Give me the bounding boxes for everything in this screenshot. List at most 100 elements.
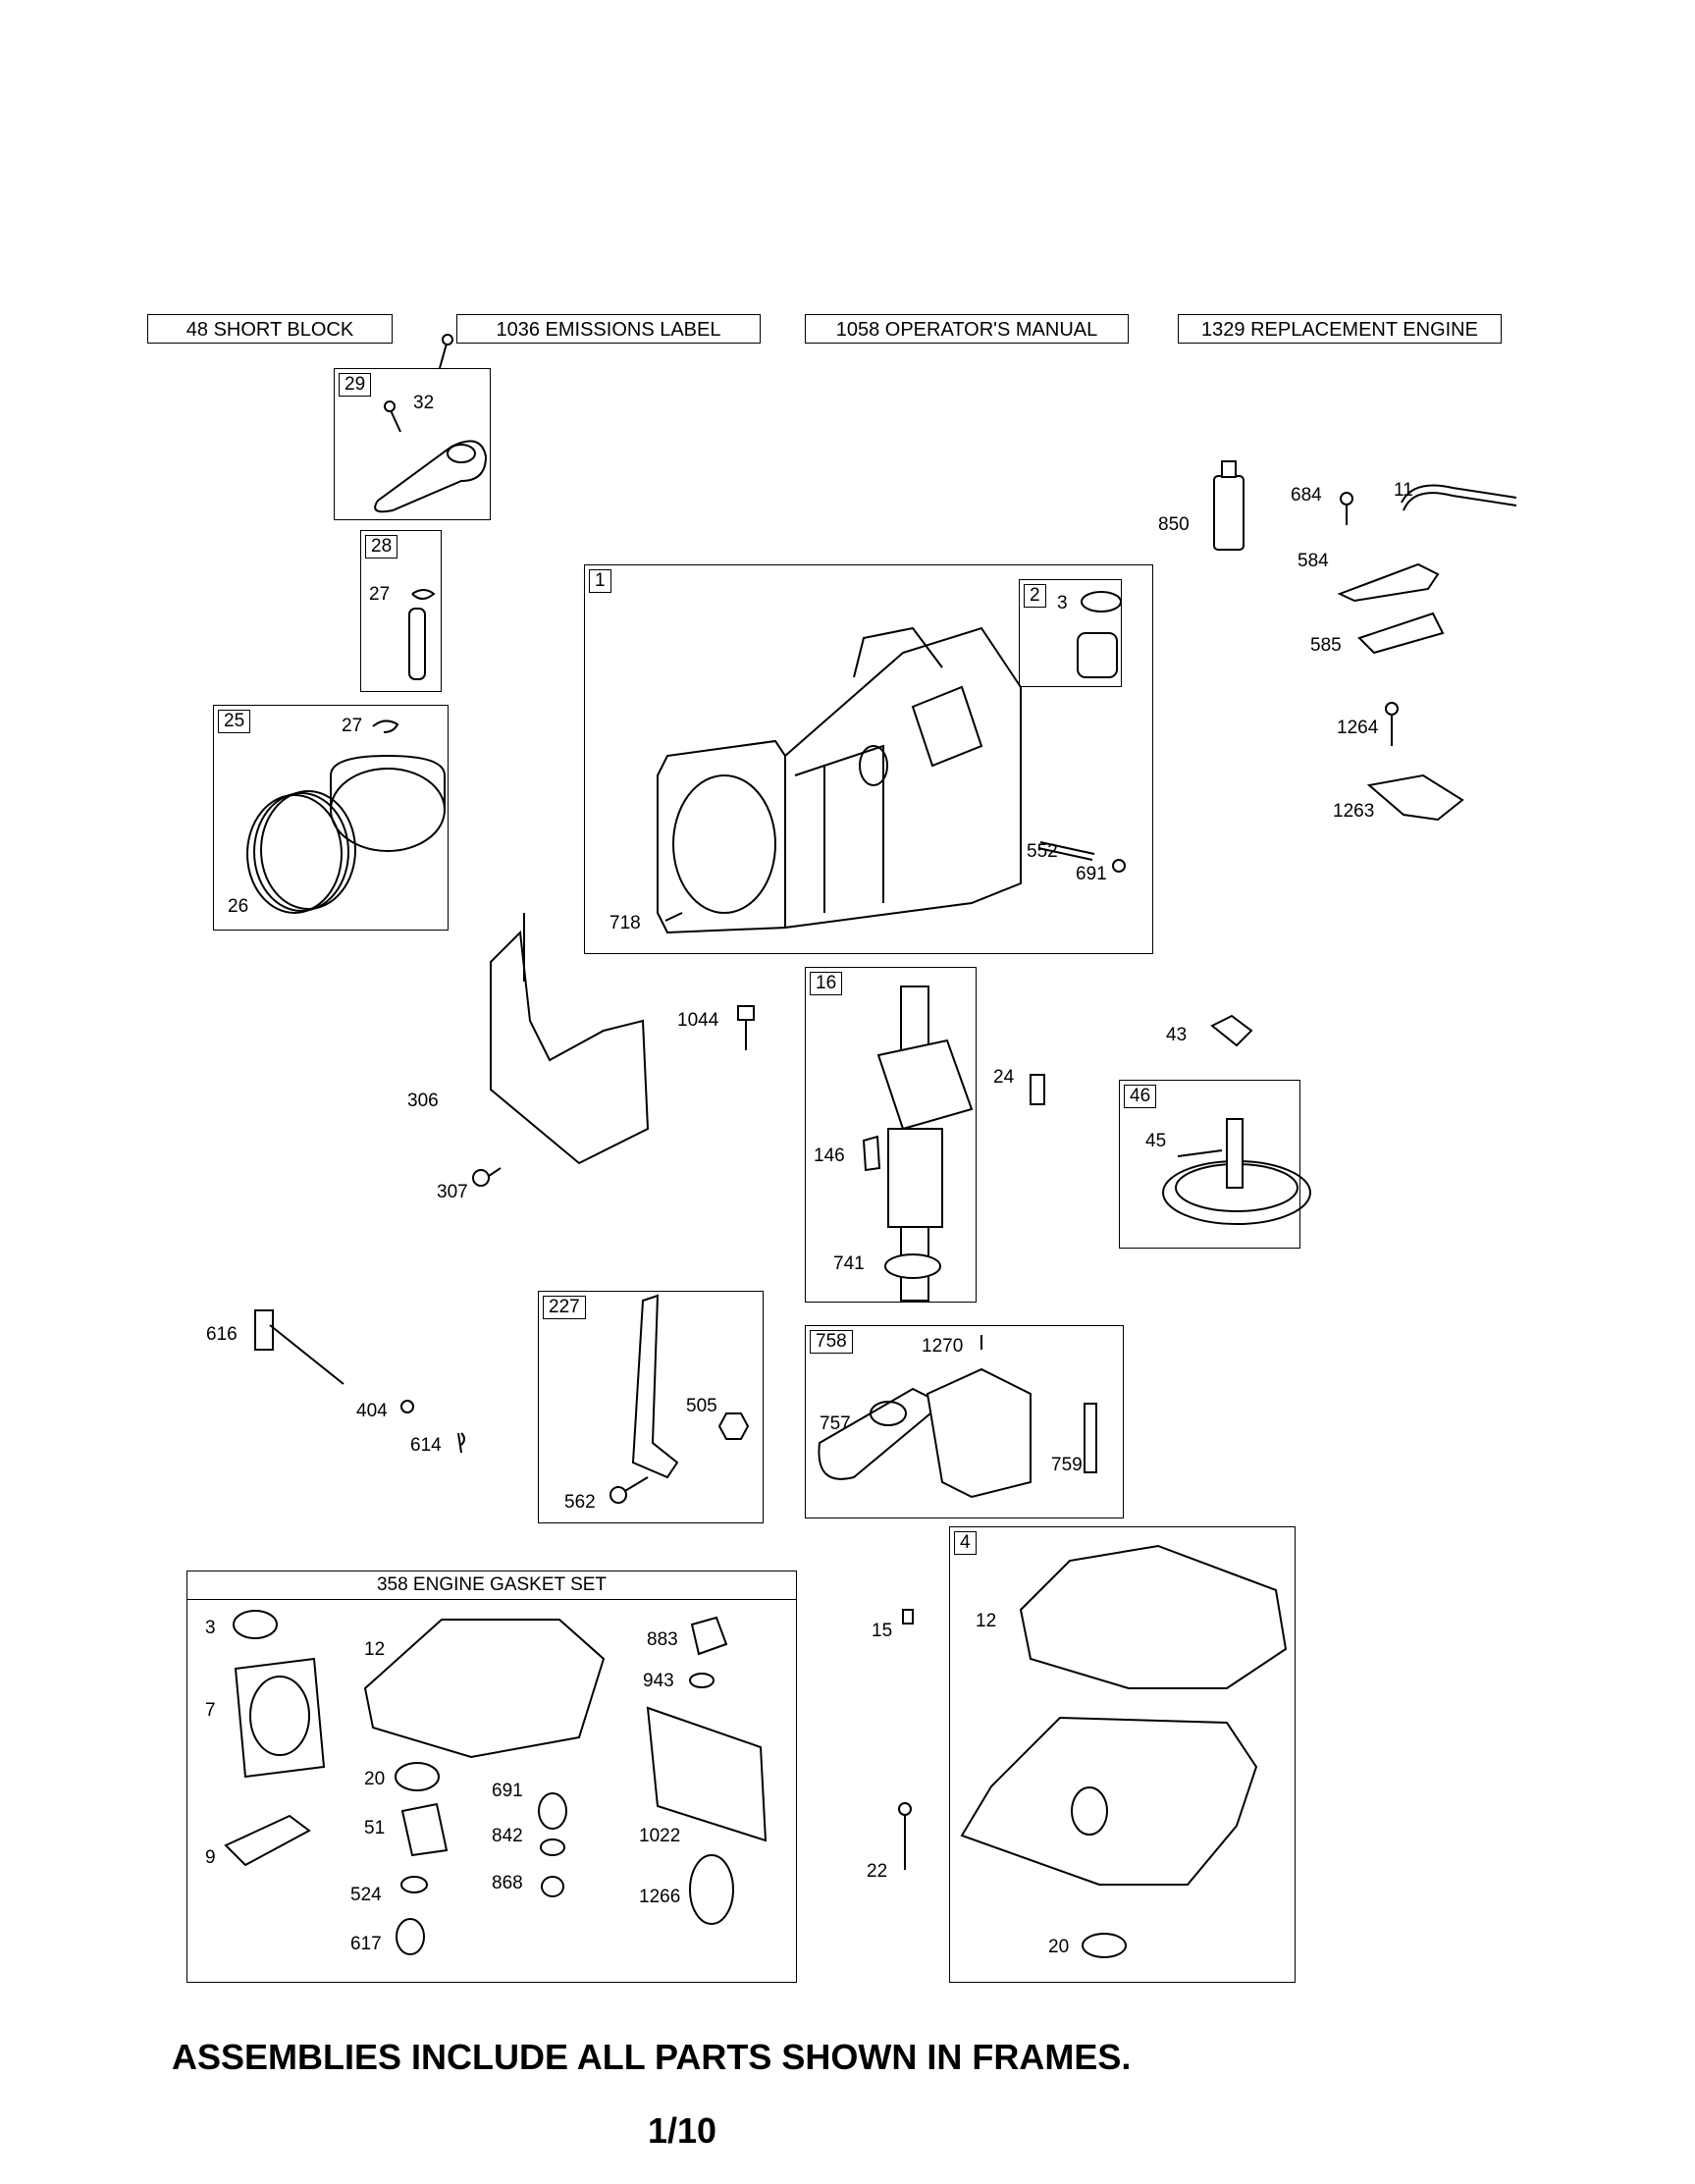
pin-614-drawing (457, 1432, 465, 1454)
frame-758: 758 1270 757 759 (805, 1325, 1124, 1518)
part-label-585: 585 (1310, 635, 1342, 656)
frame-tag-25: 25 (218, 710, 251, 733)
lever-616-drawing (254, 1309, 344, 1385)
frame-tag-46: 46 (1124, 1085, 1157, 1108)
sealant-tube-drawing (1213, 460, 1245, 551)
plate-1263-drawing (1366, 773, 1464, 822)
part-label-1263: 1263 (1333, 801, 1375, 822)
part-label-404: 404 (356, 1401, 388, 1421)
frame-tag-16: 16 (810, 972, 843, 995)
part-label-757: 757 (820, 1413, 851, 1434)
part-label-1270: 1270 (922, 1336, 964, 1357)
gasket-set-drawing (224, 1610, 768, 1955)
cover-584-drawing (1337, 562, 1440, 603)
breather-758-drawing (818, 1335, 1097, 1499)
part-label-684: 684 (1291, 485, 1322, 506)
sump-drawing (898, 1544, 1288, 1958)
part-label-524: 524 (350, 1885, 382, 1905)
frame-tag-2: 2 (1024, 584, 1046, 608)
part-label-1044: 1044 (677, 1010, 719, 1031)
part-label-307: 307 (437, 1182, 468, 1202)
part-label-691: 691 (492, 1781, 523, 1801)
part-label-27: 27 (342, 716, 363, 736)
part-label-15: 15 (872, 1621, 893, 1641)
frame-engine-gasket-set: 358 ENGINE GASKET SET 3 7 9 12 20 51 524… (186, 1571, 797, 1983)
part-label-850: 850 (1158, 514, 1190, 535)
part-label-868: 868 (492, 1873, 523, 1893)
part-label-616: 616 (206, 1324, 238, 1345)
part-label-26: 26 (228, 896, 249, 917)
part-label-3: 3 (205, 1618, 216, 1638)
part-label-146: 146 (814, 1145, 845, 1166)
part-label-718: 718 (609, 913, 641, 933)
part-label-1266: 1266 (639, 1887, 681, 1907)
part-label-617: 617 (350, 1934, 382, 1954)
piston-drawing (246, 719, 446, 914)
header-emissions-label: 1036 EMISSIONS LABEL (456, 314, 761, 344)
frame-16: 16 146 741 (805, 967, 977, 1303)
gasket-set-title: 358 ENGINE GASKET SET (187, 1571, 796, 1600)
part-label-27: 27 (369, 584, 391, 605)
shroud-306-drawing (490, 913, 650, 1165)
part-label-842: 842 (492, 1826, 523, 1846)
part-label-759: 759 (1051, 1455, 1083, 1475)
part-label-7: 7 (205, 1700, 216, 1721)
frame-tag-4: 4 (954, 1531, 977, 1555)
part-label-20: 20 (364, 1769, 386, 1789)
cam-gear-drawing (1162, 1118, 1311, 1225)
part-label-741: 741 (833, 1253, 865, 1274)
part-label-505: 505 (686, 1396, 717, 1416)
part-label-1264: 1264 (1337, 718, 1379, 738)
part-label-12: 12 (976, 1611, 997, 1631)
piston-pin-drawing (408, 589, 436, 680)
frame-tag-29: 29 (339, 373, 372, 397)
bolt-307-drawing (472, 1167, 502, 1187)
part-label-11: 11 (1394, 480, 1413, 501)
bolt-1264-drawing (1385, 702, 1399, 746)
part-label-1022: 1022 (639, 1826, 681, 1846)
cylinder-block-drawing (657, 626, 1126, 934)
crankshaft-drawing (862, 985, 974, 1302)
part-label-9: 9 (205, 1847, 216, 1868)
page-number: 1/10 (648, 2110, 717, 2151)
gasket-585-drawing (1357, 612, 1445, 655)
cylinder-sleeve-drawing (1077, 591, 1122, 678)
governor-lever-drawing (609, 1294, 750, 1504)
bolt-684-drawing (1340, 492, 1353, 525)
key-24-drawing (1030, 1074, 1045, 1105)
frame-227: 227 505 562 (538, 1291, 764, 1523)
part-label-552: 552 (1027, 841, 1058, 862)
frame-4: 4 12 20 (949, 1526, 1296, 1983)
part-label-883: 883 (647, 1629, 678, 1650)
part-label-51: 51 (364, 1818, 386, 1838)
part-label-12: 12 (364, 1639, 386, 1660)
part-label-943: 943 (643, 1671, 674, 1691)
header-replacement-engine: 1329 REPLACEMENT ENGINE (1178, 314, 1502, 344)
part-label-43: 43 (1166, 1025, 1188, 1045)
frame-2: 2 3 (1019, 579, 1122, 687)
part-label-691: 691 (1076, 864, 1107, 884)
part-label-3: 3 (1057, 593, 1068, 613)
part-label-306: 306 (407, 1091, 439, 1111)
part-label-24: 24 (993, 1067, 1015, 1088)
frame-tag-227: 227 (543, 1296, 586, 1319)
frame-1: 1 552 691 718 (584, 564, 1153, 954)
part-label-20: 20 (1048, 1937, 1070, 1957)
governor-43-drawing (1210, 1014, 1253, 1047)
part-label-45: 45 (1145, 1131, 1167, 1151)
frame-28: 28 27 (360, 530, 442, 692)
bolt-1044-drawing (737, 1005, 755, 1050)
washer-404-drawing (400, 1400, 414, 1413)
frame-tag-1: 1 (589, 569, 611, 593)
part-label-32: 32 (413, 393, 435, 413)
frame-25: 25 27 26 (213, 705, 449, 931)
header-operators-manual: 1058 OPERATOR'S MANUAL (805, 314, 1129, 344)
part-label-22: 22 (867, 1861, 888, 1882)
frame-tag-28: 28 (365, 535, 398, 559)
footer-note: ASSEMBLIES INCLUDE ALL PARTS SHOWN IN FR… (172, 2037, 1132, 2077)
connecting-rod-drawing (374, 334, 488, 513)
frame-tag-758: 758 (810, 1330, 853, 1354)
frame-29: 29 32 (334, 368, 491, 520)
part-label-584: 584 (1298, 551, 1329, 571)
